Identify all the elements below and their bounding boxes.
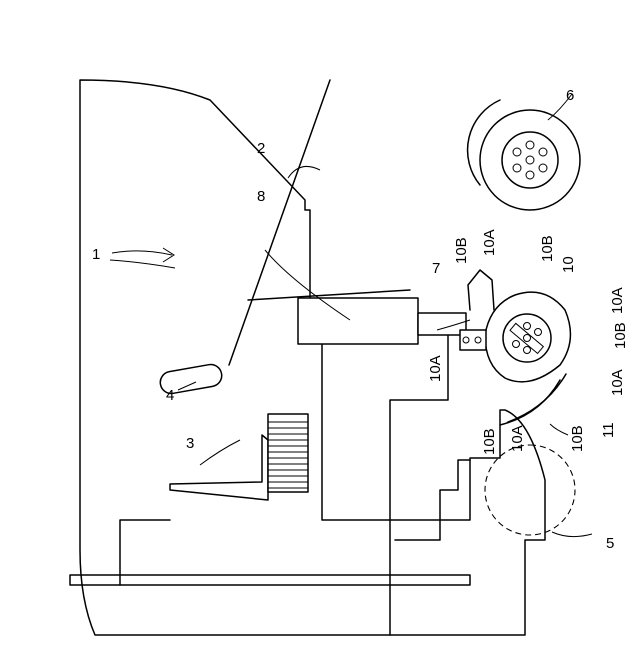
- label-6: 6: [566, 87, 574, 104]
- label-8: 8: [257, 188, 265, 205]
- label-2: 2: [257, 140, 265, 157]
- label-10A-left: 10A: [427, 355, 444, 382]
- wheel-6-inner: [502, 132, 558, 188]
- support-11: [500, 380, 560, 425]
- hydraulic-cylinder-8: [298, 298, 418, 344]
- label-5: 5: [606, 535, 614, 552]
- rotor-10: [485, 292, 570, 382]
- wheel-6-holes: [513, 141, 547, 179]
- front-grille: [70, 575, 470, 585]
- blade-7-clip: [460, 330, 486, 350]
- label-10: 10: [560, 256, 577, 273]
- blade-7: [468, 270, 494, 310]
- label-10B-top-left: 10B: [453, 237, 470, 264]
- label-11: 11: [600, 422, 617, 438]
- label-1-arrow: [112, 251, 172, 255]
- lower-step: [395, 460, 470, 540]
- label-7: 7: [432, 260, 440, 277]
- wheel-6-outer: [480, 110, 580, 210]
- label-1: 1: [92, 246, 100, 263]
- label-10A-right: 10A: [609, 287, 626, 314]
- label-10B-bottom-left: 10B: [481, 428, 498, 455]
- label-10A-bottom-right: 10A: [609, 369, 626, 396]
- label-3: 3: [186, 435, 194, 452]
- label-10A-bottom: 10A: [509, 425, 526, 452]
- chassis-outline: [80, 80, 545, 635]
- label-10B-top-right: 10B: [539, 235, 556, 262]
- bellows: [268, 414, 308, 492]
- label-10B-bottom-right: 10B: [569, 425, 586, 452]
- label-4: 4: [166, 387, 174, 404]
- label-10A-top: 10A: [481, 229, 498, 256]
- label-1-arrowhead: [163, 248, 174, 262]
- handle-3: [170, 435, 268, 500]
- label-10B-right: 10B: [612, 322, 629, 349]
